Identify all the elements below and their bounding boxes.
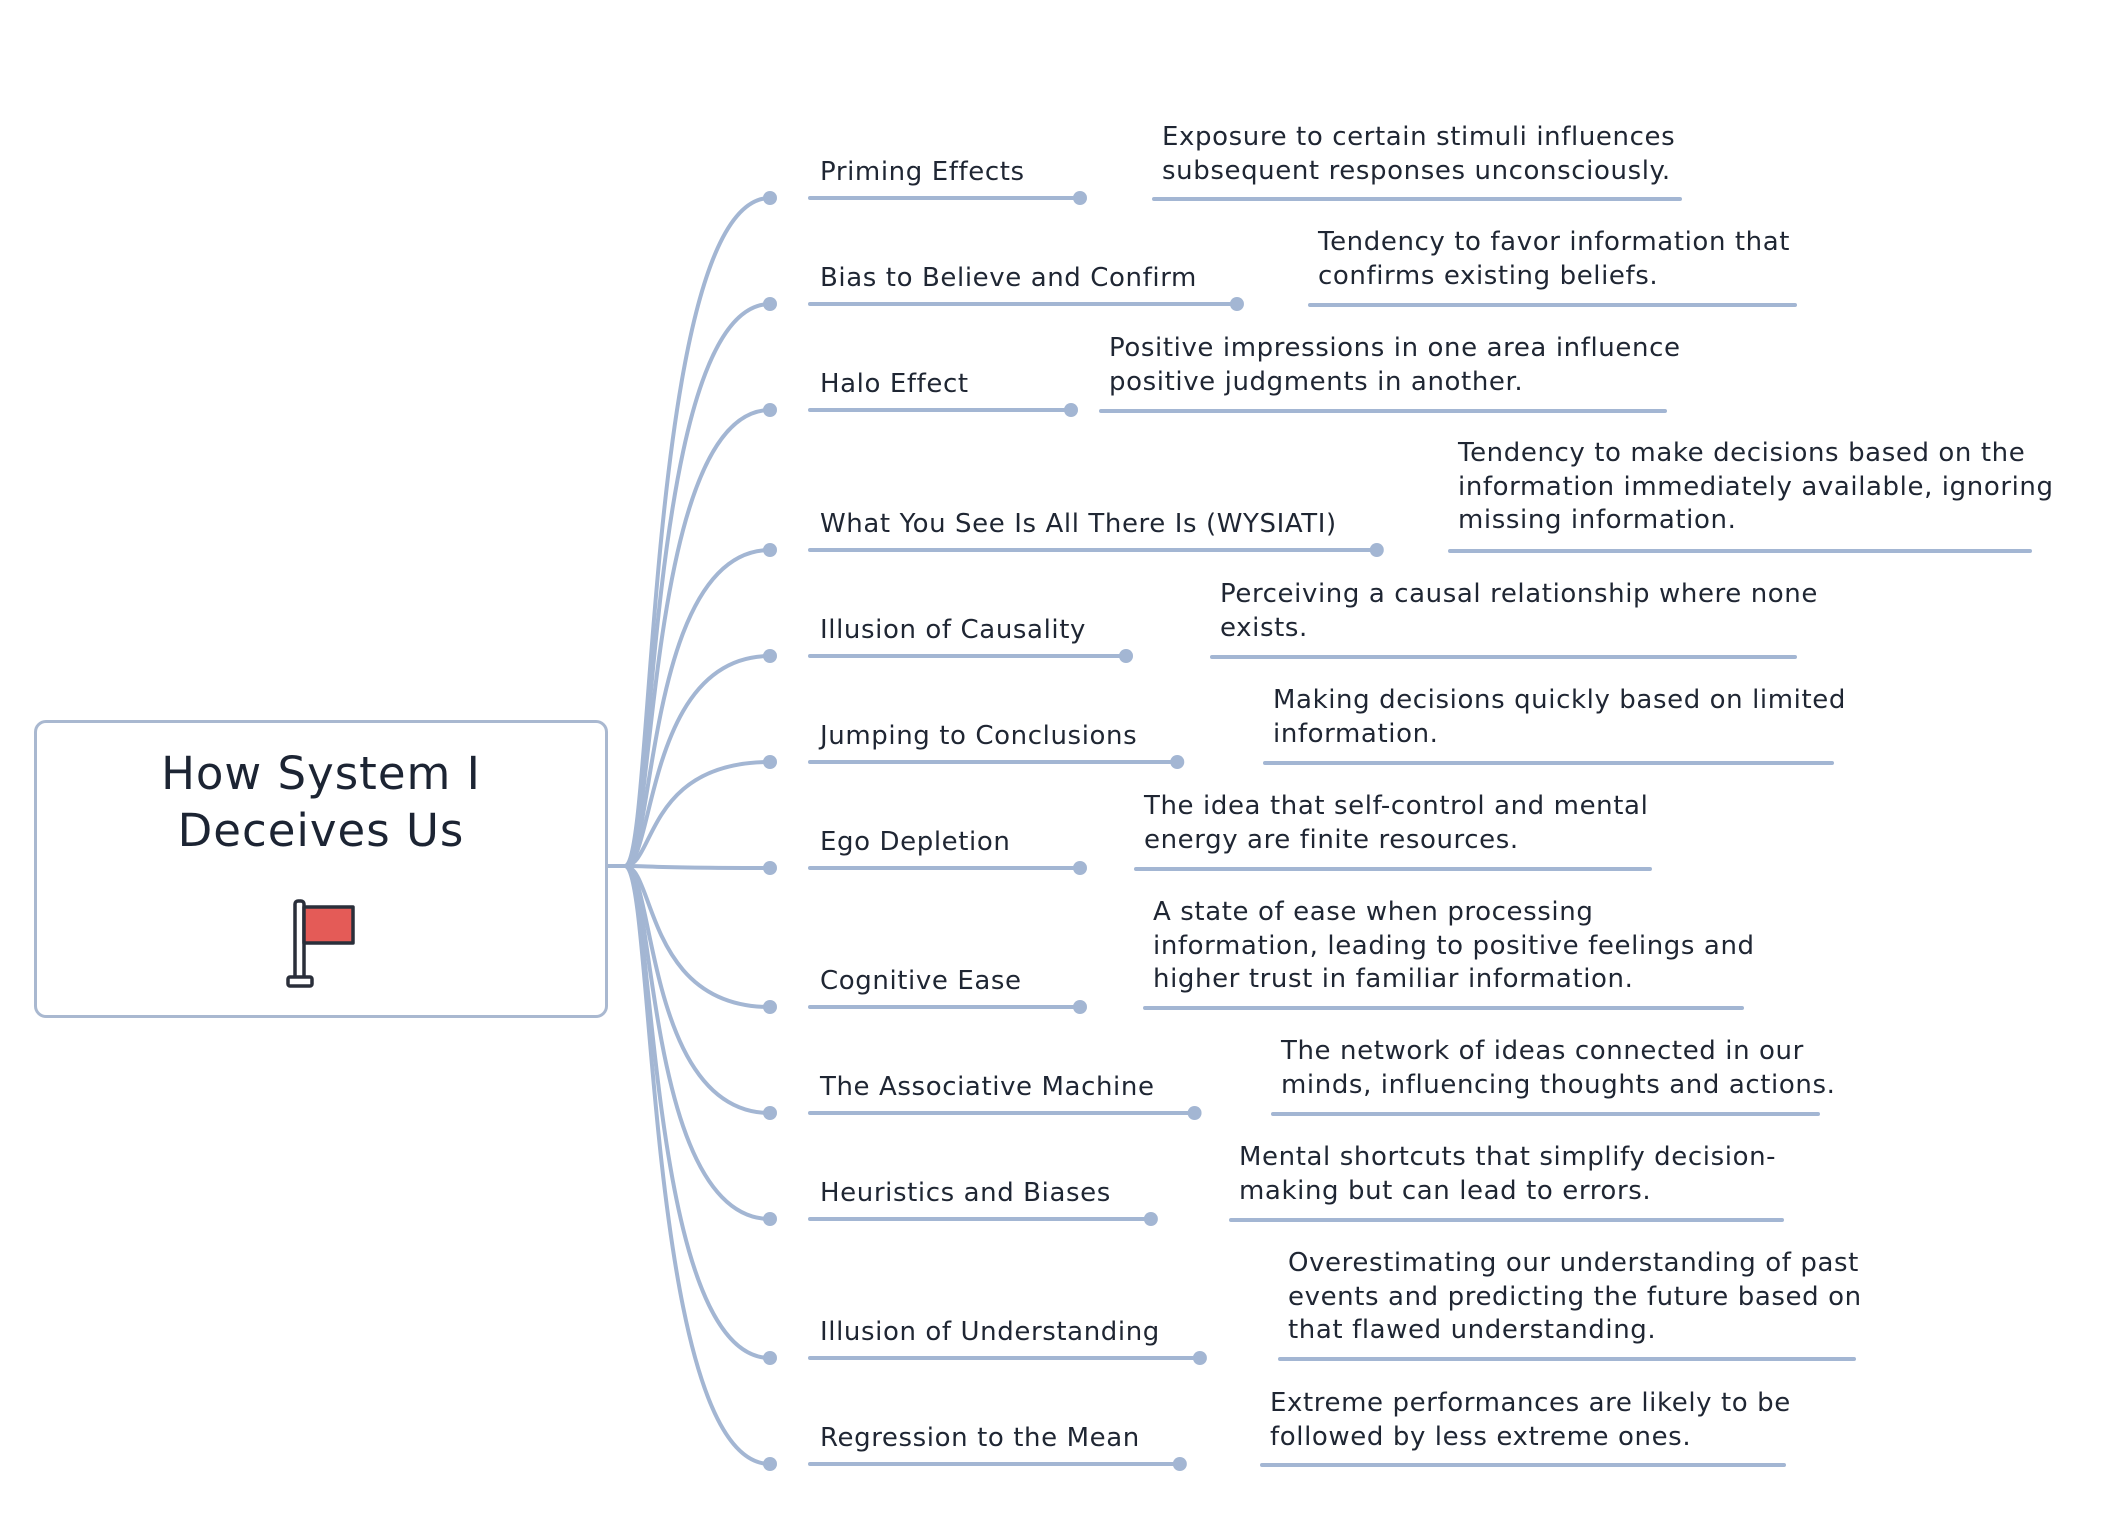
topic-label: Illusion of Causality [820, 615, 1087, 645]
topic-label: Cognitive Ease [820, 966, 1022, 996]
branch-dot [763, 1351, 777, 1365]
branch-line [623, 864, 772, 1466]
topic-node[interactable]: What You See Is All There Is (WYSIATI) [808, 500, 1349, 550]
branch-dot [763, 1000, 777, 1014]
branch-dot [763, 1106, 777, 1120]
topic-label: Priming Effects [820, 157, 1025, 187]
topic-description: Making decisions quickly based on limite… [1273, 685, 1846, 749]
leaf-dot [1073, 1000, 1087, 1014]
branch-line [623, 408, 772, 868]
branch-dot [763, 861, 777, 875]
topic-description: Tendency to favor information that confi… [1318, 227, 1791, 291]
leaf-dot [1369, 543, 1384, 557]
topic-description: The idea that self-control and mental en… [1144, 791, 1649, 855]
topic-node[interactable]: Priming Effects [808, 148, 1037, 198]
leaf-dot [1073, 861, 1087, 875]
topic-node[interactable]: Illusion of Causality [808, 606, 1099, 656]
leaf-dot [1229, 297, 1244, 311]
topic-node[interactable]: Bias to Believe and Confirm [808, 254, 1209, 304]
topic-label: What You See Is All There Is (WYSIATI) [820, 509, 1337, 539]
topic-label: Ego Depletion [820, 827, 1011, 857]
leaf-dot [1187, 1106, 1202, 1120]
topic-label: Halo Effect [820, 369, 969, 399]
topic-label: Heuristics and Biases [820, 1178, 1111, 1208]
leaf-dot [1192, 1351, 1207, 1365]
topic-node[interactable]: The Associative Machine [808, 1063, 1167, 1113]
branch-line [623, 548, 772, 868]
branch-dot [763, 755, 777, 769]
leaf-dot [1073, 191, 1087, 205]
branch-line [623, 654, 772, 868]
branch-line [623, 760, 772, 868]
topic-description: Overestimating our understanding of past… [1288, 1248, 1862, 1345]
topic-node[interactable]: Regression to the Mean [808, 1414, 1152, 1464]
branch-dot [763, 1212, 777, 1226]
leaf-dot [1143, 1212, 1158, 1226]
branch-dot [763, 1457, 777, 1471]
topic-node[interactable]: Illusion of Understanding [808, 1308, 1172, 1358]
leaf-dot [1170, 755, 1185, 769]
topic-description: Positive impressions in one area influen… [1109, 333, 1681, 397]
branch-dot [763, 403, 777, 417]
topic-node[interactable]: Cognitive Ease [808, 957, 1034, 1007]
topic-description: Extreme performances are likely to be fo… [1270, 1388, 1791, 1452]
topic-node[interactable]: Ego Depletion [808, 818, 1023, 868]
topic-description: Tendency to make decisions based on the … [1458, 438, 2054, 535]
central-topic[interactable]: How System I Deceives Us [34, 720, 608, 1018]
topic-label: Illusion of Understanding [820, 1317, 1160, 1347]
branch-dot [763, 649, 777, 663]
central-topic-title: How System I Deceives Us [161, 747, 481, 857]
topic-label: Regression to the Mean [820, 1423, 1140, 1453]
leaf-dot [1172, 1457, 1187, 1471]
topic-node[interactable]: Jumping to Conclusions [808, 712, 1150, 762]
branch-line [623, 864, 772, 870]
topic-description: Mental shortcuts that simplify decision-… [1239, 1142, 1777, 1206]
topic-description: Exposure to certain stimuli influences s… [1162, 122, 1676, 186]
topic-description: The network of ideas connected in our mi… [1281, 1036, 1836, 1100]
topic-label: Jumping to Conclusions [820, 721, 1138, 751]
branch-dot [763, 191, 777, 205]
topic-description: A state of ease when processing informat… [1153, 897, 1755, 994]
branch-dot [763, 297, 777, 311]
topic-node[interactable]: Heuristics and Biases [808, 1169, 1123, 1219]
topic-description: Perceiving a causal relationship where n… [1220, 579, 1818, 643]
leaf-dot [1119, 649, 1134, 663]
red-flag-icon [286, 899, 355, 988]
topic-node[interactable]: Halo Effect [808, 360, 981, 410]
branch-dot [763, 543, 777, 557]
topic-label: Bias to Believe and Confirm [820, 263, 1197, 293]
topic-label: The Associative Machine [820, 1072, 1155, 1102]
leaf-dot [1064, 403, 1078, 417]
